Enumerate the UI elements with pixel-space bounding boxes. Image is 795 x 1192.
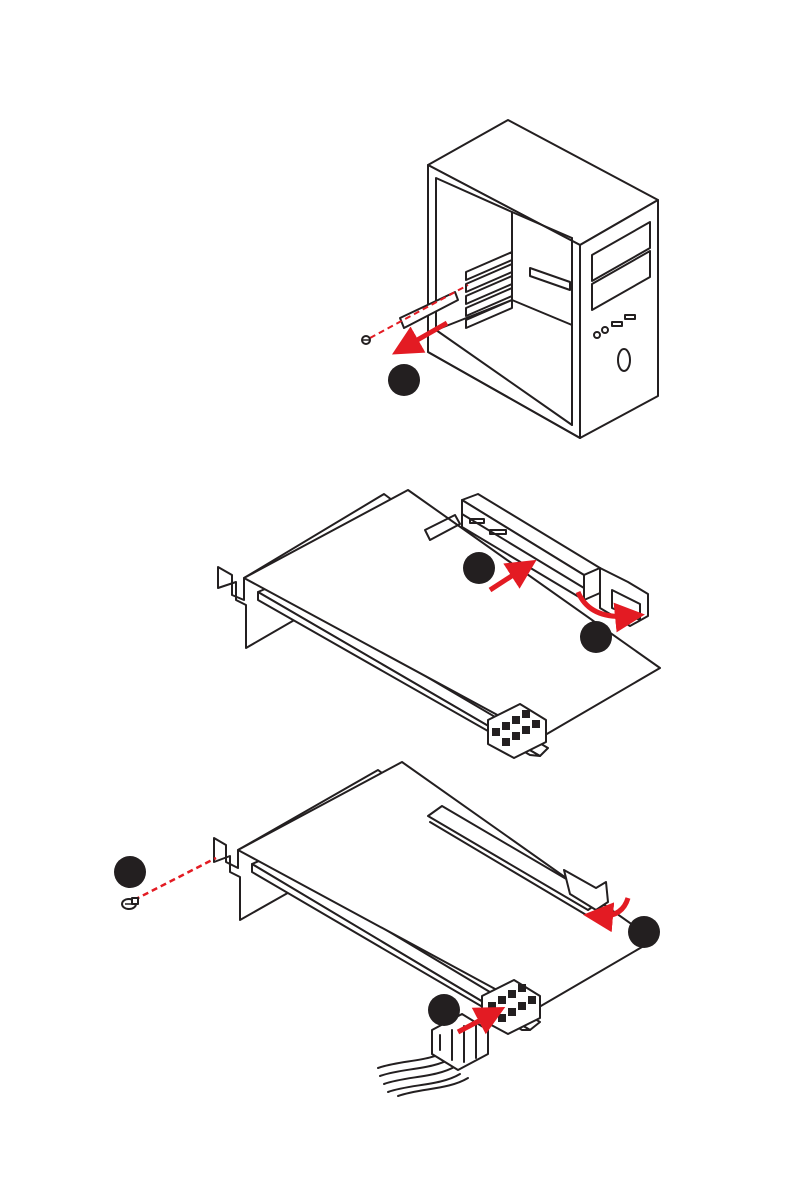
step-badge-4 — [114, 856, 146, 888]
screw-icon — [362, 336, 370, 344]
step-badge-6 — [428, 994, 460, 1026]
step-badge-5 — [628, 916, 660, 948]
card-secure-and-power — [114, 762, 660, 1096]
graphics-card-icon — [214, 762, 654, 1034]
pc-tower-icon — [400, 120, 658, 438]
step-badge-1 — [388, 364, 420, 396]
screw-icon — [122, 898, 138, 909]
case-slot-cover-removal — [362, 120, 658, 438]
step-badge-3 — [580, 621, 612, 653]
step-badge-2 — [463, 552, 495, 584]
card-insertion — [218, 490, 660, 758]
